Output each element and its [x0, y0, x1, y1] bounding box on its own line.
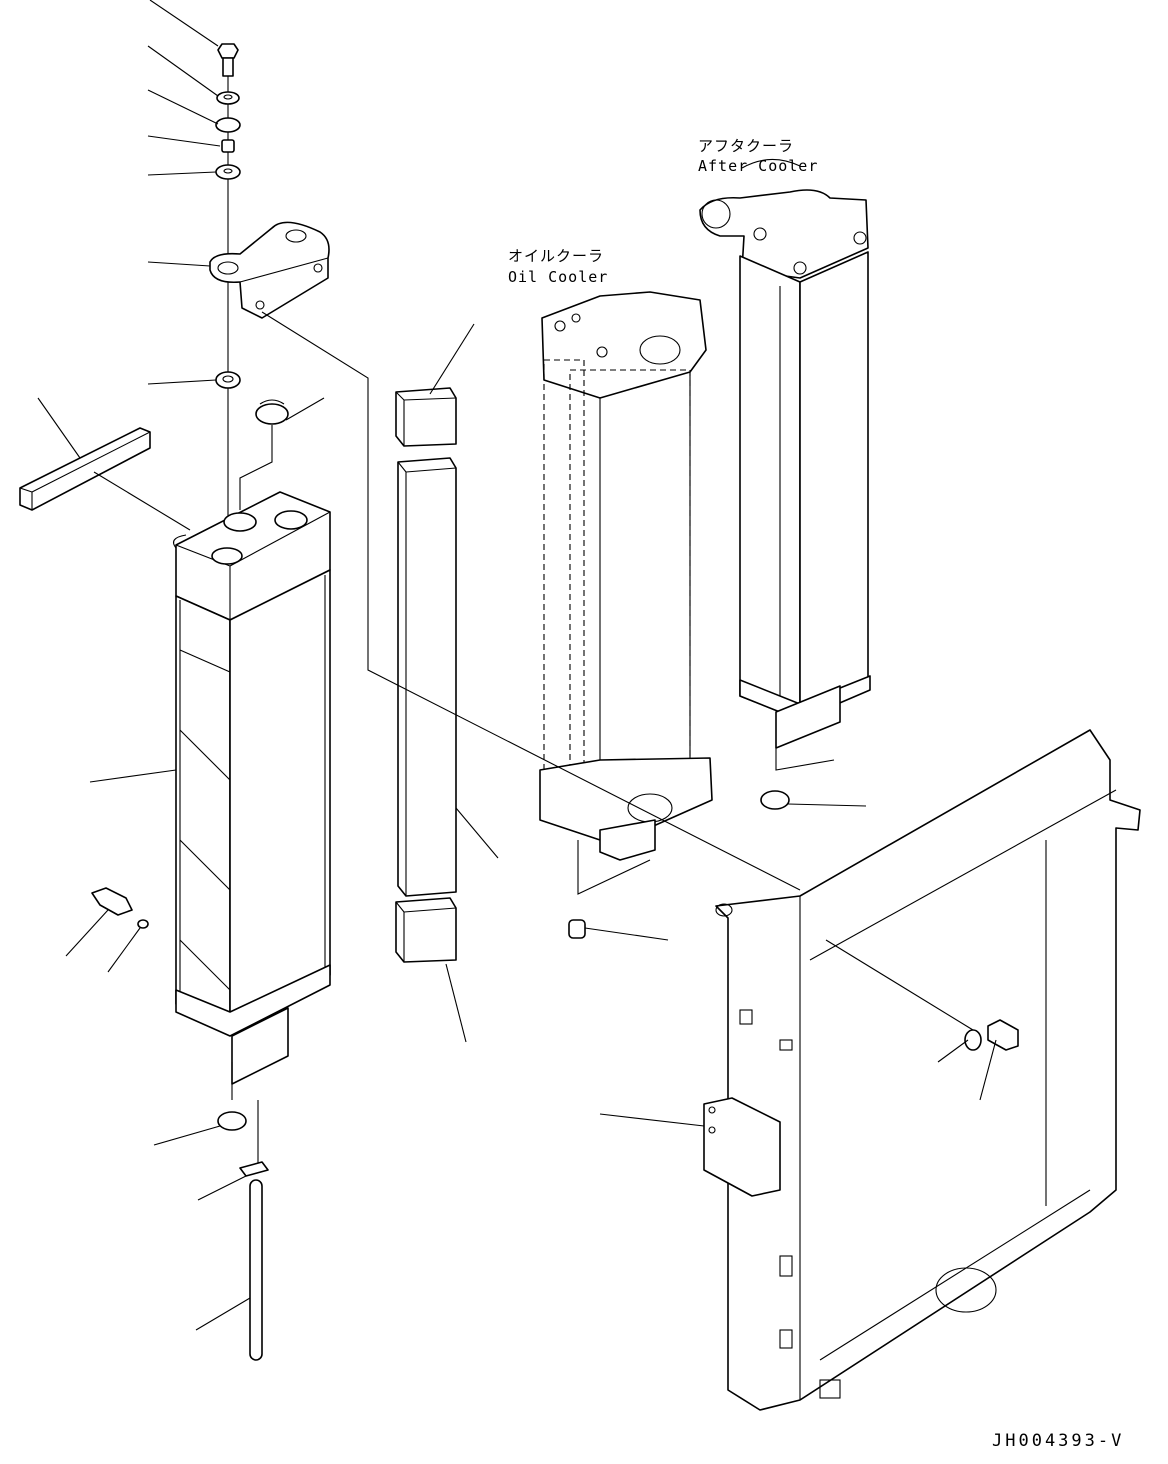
after-cooler-label-en: After Cooler: [698, 157, 819, 175]
frame-shroud: [703, 729, 1141, 1411]
radiator-cap: [239, 399, 289, 510]
oil-cooler-label-jp: オイルクーラ: [508, 247, 605, 265]
leader-lines: [65, 0, 997, 1331]
drawing-code: JH004393-V: [992, 1431, 1125, 1451]
after-cooler: [699, 189, 871, 810]
side-seal-bar: [19, 397, 191, 531]
oil-cooler: [539, 291, 713, 939]
top-bolt-stack: [215, 43, 241, 560]
guide-lines: [261, 311, 974, 1031]
foam-blocks: [395, 387, 457, 963]
top-bracket: [209, 221, 330, 319]
oil-cooler-label-en: Oil Cooler: [508, 268, 609, 286]
after-cooler-label-jp: アフタクーラ: [698, 137, 795, 155]
radiator: [91, 491, 331, 1361]
